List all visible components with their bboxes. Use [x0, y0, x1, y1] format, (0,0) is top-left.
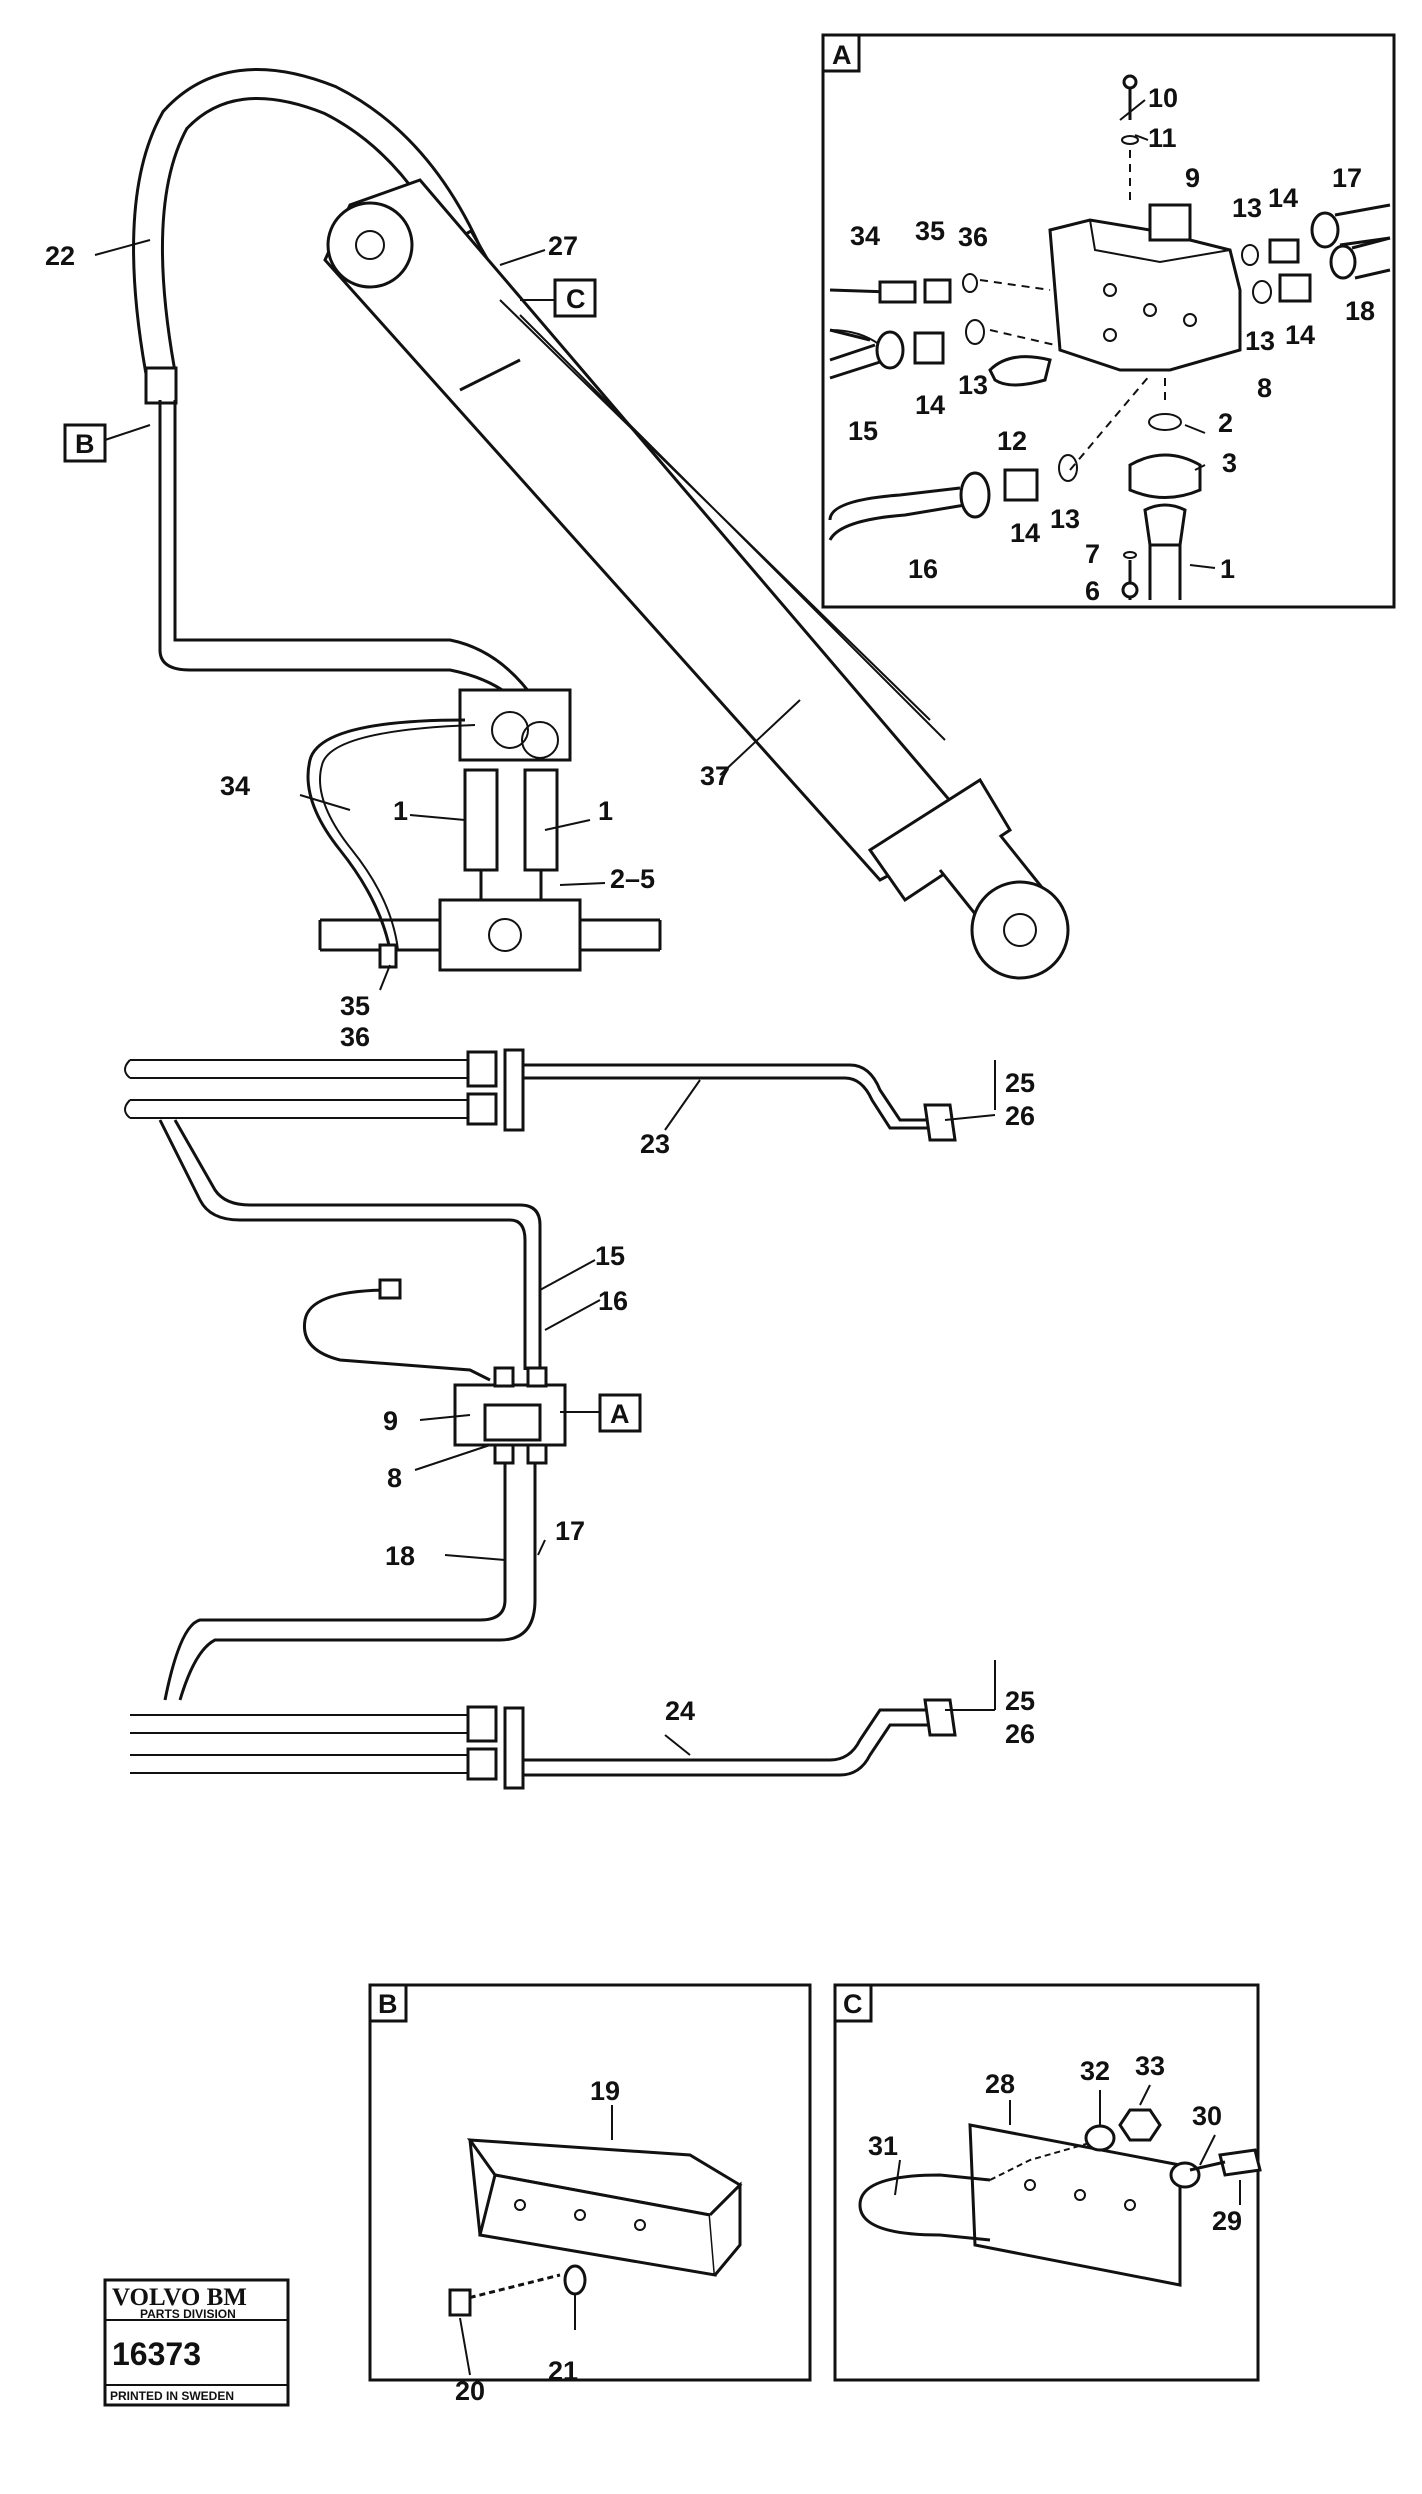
main-assembly: 22 27 C B 34 1 1 2–5 35 36 37 25 26 23 1…	[45, 68, 1070, 1790]
callout-13a: 13	[1232, 193, 1262, 223]
callout-25b: 25	[1005, 1686, 1035, 1716]
callout-1-detail: 1	[1220, 554, 1235, 584]
callout-37: 37	[700, 761, 730, 791]
callout-1b: 1	[598, 796, 613, 826]
callout-34: 34	[850, 221, 880, 251]
callout-2: 2	[1218, 408, 1233, 438]
detail-c-tag-main: C	[566, 284, 586, 314]
callout-25a: 25	[1005, 1068, 1035, 1098]
callout-32: 32	[1080, 2056, 1110, 2086]
callout-36: 36	[958, 222, 988, 252]
callout-16: 16	[908, 554, 938, 584]
callout-13b: 13	[1245, 326, 1275, 356]
callout-16-main: 16	[598, 1286, 628, 1316]
stamp-division: PARTS DIVISION	[140, 2307, 236, 2321]
detail-c-panel: C 28 32 33 30 31 29	[833, 1983, 1262, 2382]
callout-17-main: 17	[555, 1516, 585, 1546]
callout-30: 30	[1192, 2101, 1222, 2131]
callout-15: 15	[848, 416, 878, 446]
callout-11: 11	[1148, 123, 1177, 153]
callout-27: 27	[548, 231, 578, 261]
callout-19: 19	[590, 2076, 620, 2106]
callout-8-main: 8	[387, 1463, 402, 1493]
callout-17: 17	[1332, 163, 1362, 193]
callout-13c: 13	[958, 370, 988, 400]
callout-34-main: 34	[220, 771, 250, 801]
callout-1a: 1	[393, 796, 408, 826]
volvo-bm-stamp: VOLVO BM PARTS DIVISION 16373 PRINTED IN…	[103, 2278, 290, 2407]
callout-2-5: 2–5	[610, 864, 655, 894]
callout-35: 35	[915, 216, 945, 246]
callout-14c: 14	[915, 390, 945, 420]
callout-7: 7	[1085, 539, 1100, 569]
callout-23: 23	[640, 1129, 670, 1159]
callout-29: 29	[1212, 2206, 1242, 2236]
callout-13d: 13	[1050, 504, 1080, 534]
callout-14b: 14	[1285, 320, 1315, 350]
detail-a-tag: A	[832, 40, 852, 70]
detail-c-tag: C	[843, 1989, 863, 2019]
detail-b-panel: B 19 20 21	[368, 1983, 812, 2406]
callout-9-main: 9	[383, 1406, 398, 1436]
callout-6: 6	[1085, 576, 1100, 606]
callout-18-main: 18	[385, 1541, 415, 1571]
callout-9: 9	[1185, 163, 1200, 193]
callout-24: 24	[665, 1696, 695, 1726]
callout-10: 10	[1148, 83, 1178, 113]
callout-33: 33	[1135, 2051, 1165, 2081]
stamp-brand: VOLVO BM	[112, 2284, 247, 2311]
detail-a-panel: A 10 11 9 34 35 36 13 14 17 18 13 14 15 …	[821, 33, 1396, 609]
detail-b-tag-main: B	[75, 429, 95, 459]
callout-31: 31	[868, 2131, 898, 2161]
callout-15-main: 15	[595, 1241, 625, 1271]
callout-26b: 26	[1005, 1719, 1035, 1749]
callout-36-main: 36	[340, 1022, 370, 1052]
callout-28: 28	[985, 2069, 1015, 2099]
stamp-number: 16373	[112, 2336, 201, 2372]
callout-14d: 14	[1010, 518, 1040, 548]
callout-18: 18	[1345, 296, 1375, 326]
stamp-printed: PRINTED IN SWEDEN	[110, 2389, 234, 2403]
callout-3: 3	[1222, 448, 1237, 478]
detail-b-tag: B	[378, 1989, 398, 2019]
callout-26a: 26	[1005, 1101, 1035, 1131]
detail-a-tag-main: A	[610, 1399, 630, 1429]
callout-20: 20	[455, 2376, 485, 2406]
callout-35-main: 35	[340, 991, 370, 1021]
callout-12: 12	[997, 426, 1027, 456]
callout-21: 21	[548, 2356, 578, 2386]
callout-8: 8	[1257, 373, 1272, 403]
callout-22: 22	[45, 241, 75, 271]
callout-14a: 14	[1268, 183, 1298, 213]
